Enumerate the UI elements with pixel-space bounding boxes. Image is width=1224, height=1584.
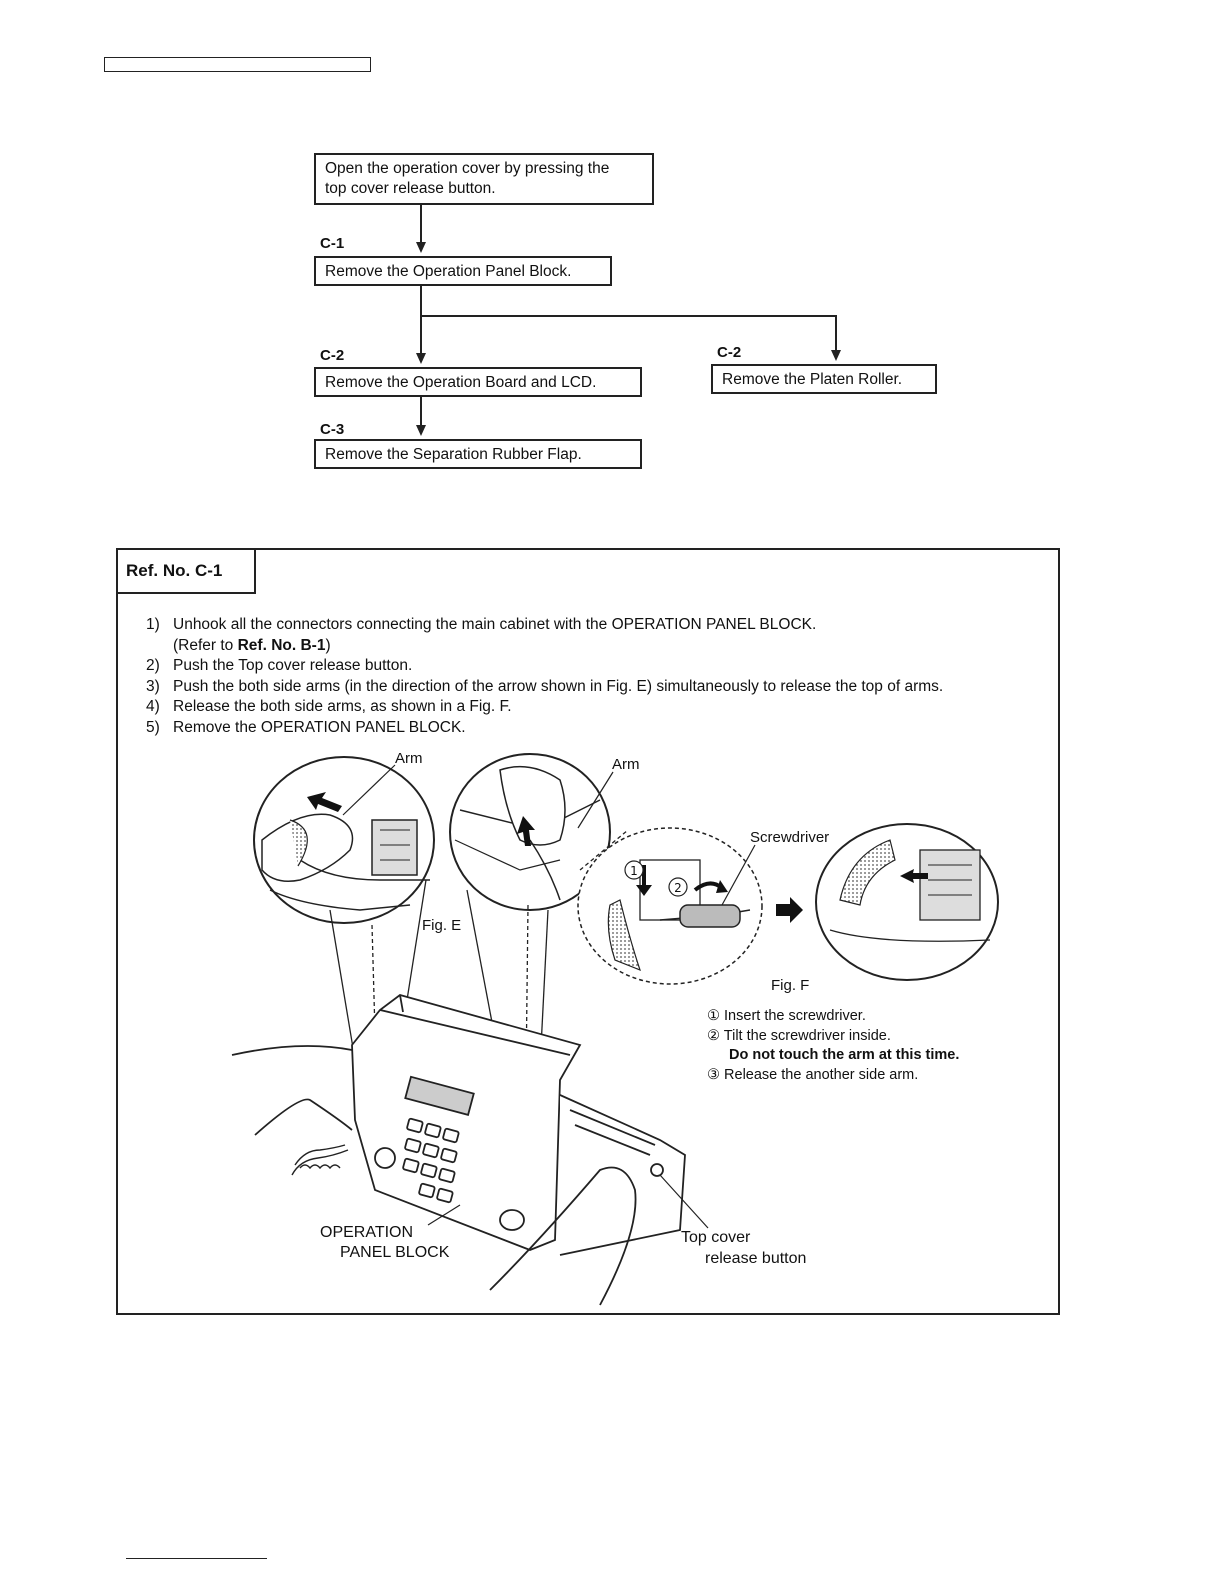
- label-operation-panel-1: OPERATION: [320, 1224, 414, 1241]
- instruction-step: 5)Remove the OPERATION PANEL BLOCK.: [146, 719, 466, 736]
- fax-machine: [351, 994, 686, 1256]
- right-arrow-icon: [776, 897, 803, 923]
- header-box: [104, 57, 371, 72]
- instruction-step: 1)Unhook all the connectors connecting t…: [146, 616, 817, 633]
- step-label-c1: C-1: [320, 235, 345, 252]
- connector-line: [420, 397, 422, 425]
- label-top-cover-1: Top cover: [681, 1229, 751, 1246]
- push-arrow-icon: [307, 792, 342, 812]
- flow-c2-left-box: Remove the Operation Board and LCD.: [314, 367, 642, 397]
- reference-box: Ref. No. C-1 1)Unhook all the connectors…: [116, 548, 1060, 1315]
- reference-tab: Ref. No. C-1: [118, 550, 256, 594]
- label-screwdriver: Screwdriver: [750, 829, 830, 846]
- step-label-c2-right: C-2: [717, 344, 742, 361]
- arrow-down-icon: [831, 350, 841, 361]
- fig-f-step: ③ Release the another side arm.: [707, 1067, 919, 1083]
- connector-line: [420, 315, 837, 317]
- flow-c1-box: Remove the Operation Panel Block.: [314, 256, 612, 286]
- label-top-cover-2: release button: [705, 1250, 807, 1267]
- connector-line: [420, 286, 422, 354]
- fig-f-warning: Do not touch the arm at this time.: [729, 1047, 960, 1063]
- step-label-c2-left: C-2: [320, 347, 345, 364]
- arrow-down-icon: [416, 425, 426, 436]
- flow-c2-right-box: Remove the Platen Roller.: [711, 364, 937, 394]
- instruction-step: 2)Push the Top cover release button.: [146, 657, 413, 674]
- instruction-step: (Refer to Ref. No. B-1): [173, 637, 331, 654]
- flow-c3-box: Remove the Separation Rubber Flap.: [314, 439, 642, 469]
- label-fig-f: Fig. F: [771, 977, 810, 994]
- arrow-down-icon: [416, 353, 426, 364]
- phone-cord: [291, 1144, 349, 1176]
- connector-line: [420, 205, 422, 242]
- push-arrow-icon: [517, 816, 535, 846]
- detail-circle-after: [815, 823, 999, 981]
- ref-link: Ref. No. B-1: [237, 637, 326, 654]
- detail-circle-right-arm: [449, 753, 611, 911]
- instruction-step: 4)Release the both side arms, as shown i…: [146, 698, 512, 715]
- arrow-down-icon: [416, 242, 426, 253]
- fig-f-step: ① Insert the screwdriver.: [707, 1008, 866, 1024]
- instruction-step: 3)Push the both side arms (in the direct…: [146, 678, 944, 695]
- footer-line: [126, 1558, 267, 1559]
- fig-f-step: ② Tilt the screwdriver inside.: [707, 1028, 891, 1044]
- label-arm-left: Arm: [395, 750, 423, 767]
- flow-start-box: Open the operation cover by pressing the…: [314, 153, 654, 205]
- detail-circle-screwdriver: 1 2: [577, 827, 763, 985]
- step-label-c3: C-3: [320, 421, 345, 438]
- label-arm-right: Arm: [612, 756, 640, 773]
- hands: [231, 1045, 637, 1306]
- detail-circle-left-arm: [253, 756, 435, 924]
- label-operation-panel-2: PANEL BLOCK: [340, 1244, 450, 1261]
- svg-text:1: 1: [630, 864, 638, 878]
- label-fig-e: Fig. E: [422, 917, 462, 934]
- screwdriver-icon: [679, 904, 741, 928]
- svg-text:2: 2: [674, 881, 682, 895]
- connector-line: [835, 315, 837, 351]
